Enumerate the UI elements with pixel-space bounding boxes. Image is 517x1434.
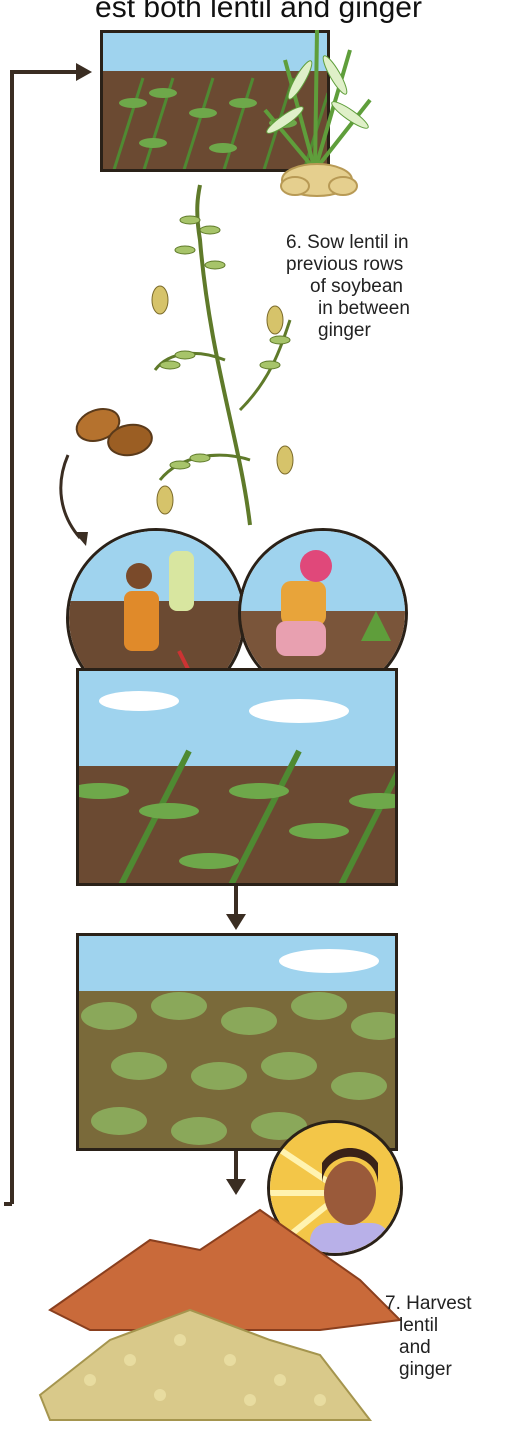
ginger-plant-icon [255,20,385,200]
step-6-line-4: in between [286,298,410,320]
step-7-line-1: 7. Harvest [385,1293,472,1315]
arrowhead-down-icon [226,914,246,930]
step-7-label: 7. Harvest lentil and ginger [385,1293,472,1381]
step-6-line-5: ginger [286,320,410,342]
step-7-line-4: ginger [385,1359,472,1381]
lentil-plant-illustration [140,180,310,530]
young-crop-field-illustration [76,668,398,886]
step-6-line-1: 6. Sow lentil in [286,232,410,254]
arrowhead-right-icon [76,63,92,81]
step-6-label: 6. Sow lentil in previous rows of soybea… [286,232,410,342]
step-7-line-2: lentil [385,1315,472,1337]
arrowhead-down-icon [74,532,88,546]
down-arrow-1 [224,886,248,932]
harvest-piles-illustration [30,1190,420,1430]
mature-crop-field-illustration [76,933,398,1151]
step-6-line-3: of soybean [286,276,410,298]
step-6-line-2: previous rows [286,254,410,276]
step-7-line-3: and [385,1337,472,1359]
